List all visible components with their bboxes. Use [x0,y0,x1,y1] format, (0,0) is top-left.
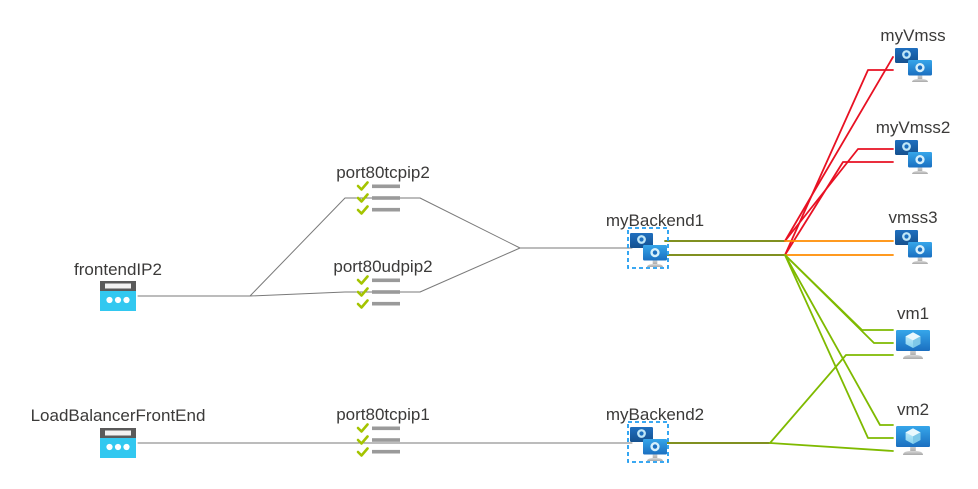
vm-icon [896,330,930,359]
node-label-myBackend1: myBackend1 [606,211,704,230]
node-frontendIP2[interactable] [100,281,136,311]
lb-rule-icon [356,181,402,215]
node-label-LoadBalancerFrontEnd: LoadBalancerFrontEnd [31,406,206,425]
node-port80tcpip1[interactable] [356,423,402,457]
edge-hub-myVmss-b [784,69,894,256]
node-label-myVmss: myVmss [880,26,945,45]
lb-rule-icon [356,423,402,457]
node-label-vm1: vm1 [897,304,929,323]
backend-pool-icon [630,233,667,267]
node-label-frontendIP2: frontendIP2 [74,260,162,279]
node-LoadBalancerFrontEnd[interactable] [100,428,136,458]
node-myBackend2[interactable] [627,421,669,463]
node-label-port80tcpip1: port80tcpip1 [336,405,430,424]
node-myVmss2[interactable] [895,140,932,174]
node-myBackend1[interactable] [627,227,669,269]
node-label-vm2: vm2 [897,400,929,419]
node-vmss3[interactable] [895,230,932,264]
edge-udp-merge [419,247,521,293]
node-label-vmss3: vmss3 [888,208,937,227]
edge-tcp-merge [419,197,521,249]
node-label-myBackend2: myBackend2 [606,405,704,424]
edge-hub-vm1-b [784,254,894,344]
labels-layer: frontendIP2 port80tcpip2 port80udpip2 myBac… [31,26,951,425]
selection-outline [627,227,669,269]
vmss-icon [895,230,932,264]
node-label-port80udpip2: port80udpip2 [333,257,432,276]
node-myVmss[interactable] [895,48,932,82]
backend-pool-icon [630,427,667,461]
edge-hub-myVmss2-b [784,161,894,256]
node-port80tcpip2[interactable] [356,181,402,215]
vmss-icon [895,140,932,174]
edges-layer [137,56,894,452]
nodes-layer [100,48,932,463]
node-label-myVmss2: myVmss2 [876,118,951,137]
node-vm1[interactable] [896,330,930,359]
edge-hub-myVmss-a [784,56,894,242]
node-vm2[interactable] [896,426,930,455]
edge-hub-vm2-b [784,254,894,439]
edge-hub-vm2-a [784,254,894,426]
selection-outline [627,421,669,463]
node-label-port80tcpip2: port80tcpip2 [336,163,430,182]
edge-hub2-vm2 [769,442,894,452]
edge-hub2-vm1 [769,354,894,444]
node-port80udpip2[interactable] [356,275,402,309]
frontend-ip-icon [100,281,136,311]
lb-rule-icon [356,275,402,309]
frontend-ip-icon [100,428,136,458]
vm-icon [896,426,930,455]
vmss-icon [895,48,932,82]
edge-hub-myVmss2-a [784,148,894,242]
